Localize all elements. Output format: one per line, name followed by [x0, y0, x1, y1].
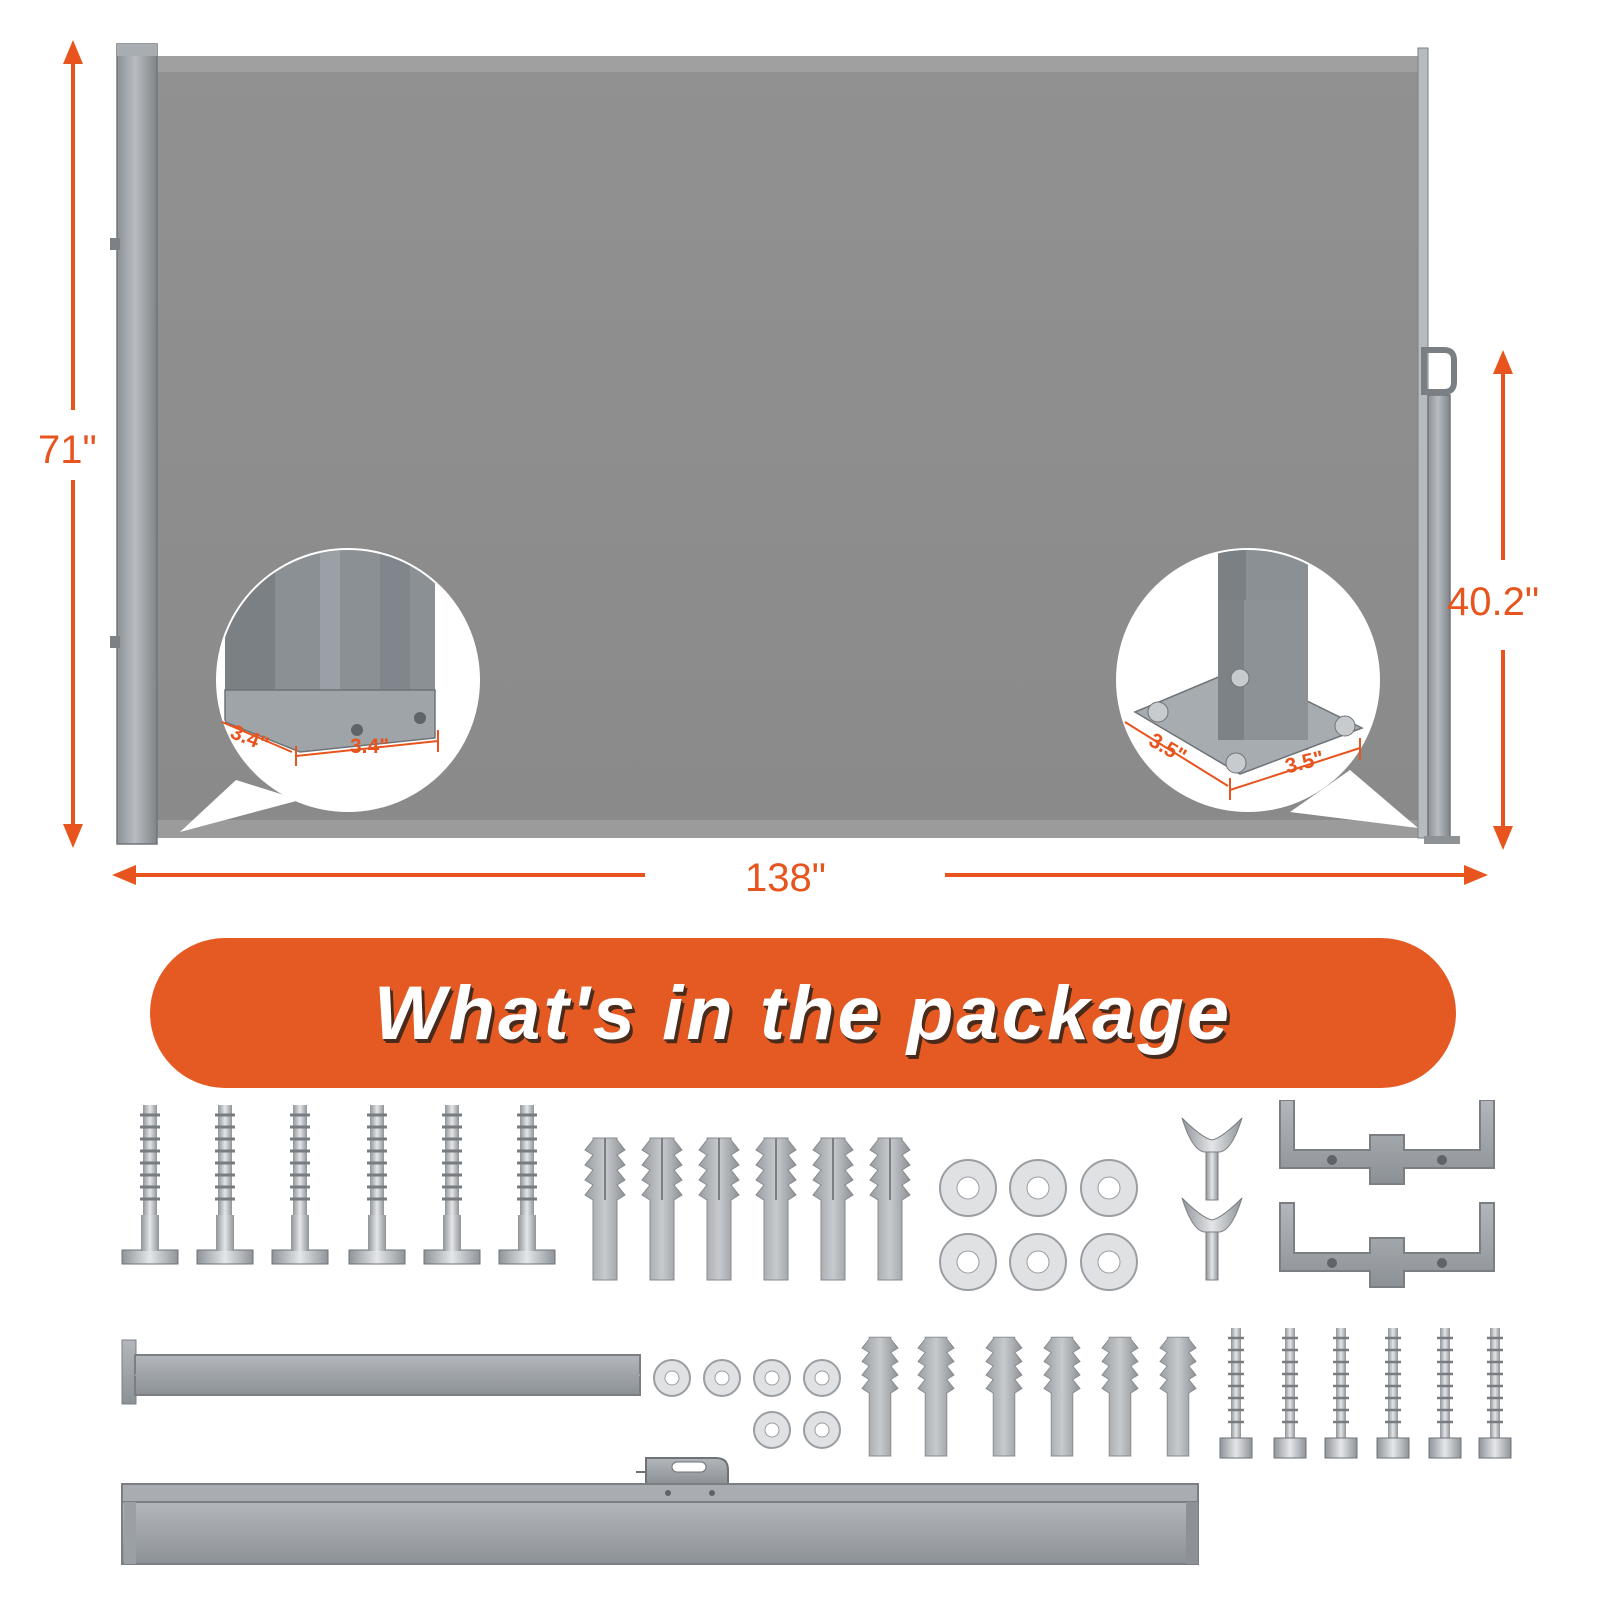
wall-anchor-icon: [1159, 1336, 1197, 1457]
support-arm-icon: [121, 1339, 641, 1405]
wall-anchor-icon: [861, 1336, 899, 1457]
height-dimension-line: [63, 40, 83, 848]
washer-icon: [1009, 1233, 1067, 1291]
lag-screw-icon: [271, 1105, 329, 1265]
screw-icon: [1219, 1328, 1253, 1459]
wall-anchor-icon: [1101, 1336, 1139, 1457]
washer-icon: [753, 1411, 791, 1449]
wall-anchor-icon: [641, 1137, 683, 1281]
washer-icon: [1080, 1159, 1138, 1217]
small-anchors: [861, 1336, 1197, 1457]
wing-bolt-icon: [1181, 1197, 1243, 1281]
u-bracket-icon: [1279, 1100, 1495, 1185]
wall-anchor-icon: [755, 1137, 797, 1281]
cassette-housing-icon: [121, 1457, 1199, 1565]
washer-icon: [939, 1233, 997, 1291]
wall-anchor-icon: [584, 1137, 626, 1281]
awning-illustration: [63, 40, 1513, 885]
washer-icon: [803, 1359, 841, 1397]
banner-title: What's in the package: [373, 970, 1233, 1056]
wall-anchor-icon: [869, 1137, 911, 1281]
small-screws: [1219, 1328, 1512, 1459]
wall-anchor-icon: [917, 1336, 955, 1457]
screw-icon: [1273, 1328, 1307, 1459]
lag-screw-icon: [196, 1105, 254, 1265]
screw-icon: [1324, 1328, 1358, 1459]
left-base-detail: [180, 548, 480, 832]
wall-anchor-icon: [698, 1137, 740, 1281]
washer-icon: [803, 1411, 841, 1449]
lag-screws: [121, 1105, 556, 1265]
washer-icon: [1080, 1233, 1138, 1291]
height-label: 71": [38, 428, 97, 472]
width-label: 138": [745, 856, 826, 900]
lag-screw-icon: [498, 1105, 556, 1265]
wall-anchor-icon: [812, 1137, 854, 1281]
pole-height-dimension-line: [1493, 350, 1513, 850]
washer-icon: [703, 1359, 741, 1397]
package-banner: What's in the package: [150, 938, 1456, 1088]
right-base-detail: [1116, 548, 1418, 828]
right-pull-pole: [1417, 47, 1460, 844]
pole-height-label: 40.2": [1447, 580, 1540, 624]
lag-screw-icon: [121, 1105, 179, 1265]
left-cassette-pole: [110, 43, 158, 845]
lag-screw-icon: [423, 1105, 481, 1265]
screw-icon: [1428, 1328, 1462, 1459]
u-bracket-icon: [1279, 1202, 1495, 1288]
wall-anchor-icon: [985, 1336, 1023, 1457]
wall-anchors: [584, 1137, 911, 1281]
flat-washers: [939, 1159, 1138, 1291]
washer-icon: [753, 1359, 791, 1397]
washer-icon: [653, 1359, 691, 1397]
washer-icon: [1009, 1159, 1067, 1217]
lag-screw-icon: [348, 1105, 406, 1265]
washer-icon: [939, 1159, 997, 1217]
package-contents: [121, 1100, 1512, 1565]
screw-icon: [1478, 1328, 1512, 1459]
wing-bolt-icon: [1181, 1117, 1243, 1201]
screw-icon: [1376, 1328, 1410, 1459]
small-washers: [653, 1359, 841, 1449]
wing-bolts: [1181, 1117, 1243, 1281]
wall-anchor-icon: [1043, 1336, 1081, 1457]
u-brackets: [1279, 1100, 1495, 1288]
width-dimension-line: [112, 865, 1488, 885]
left-base-width-label: 3.4": [350, 735, 390, 758]
